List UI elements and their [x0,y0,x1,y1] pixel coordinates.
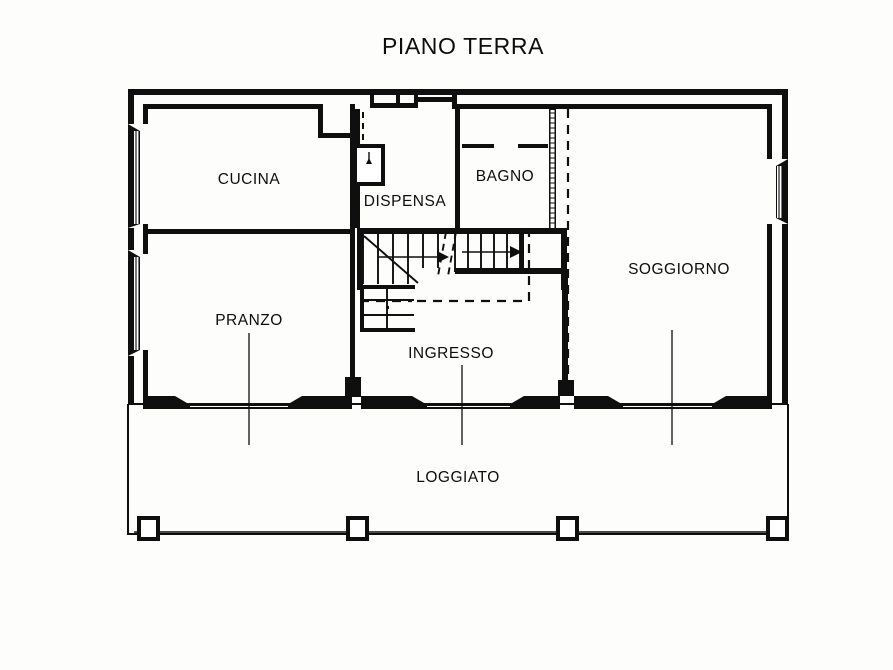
top-wall-vents [370,89,457,109]
room-label-pranzo: PRANZO [215,312,283,329]
room-label-loggiato: LOGGIATO [416,469,500,486]
room-dispensa [353,109,460,228]
room-label-cucina: CUCINA [218,171,281,188]
column-3 [556,516,579,541]
page-title: PIANO TERRA [382,33,544,59]
staircase [357,228,567,332]
column-1 [137,516,160,541]
room-label-soggiorno: SOGGIORNO [628,261,730,278]
window-right [776,159,788,224]
room-cucina [143,104,355,234]
loggia-columns [137,516,789,541]
room-label-dispensa: DISPENSA [364,193,447,210]
room-ingresso [345,230,574,396]
window-left-upper [128,124,140,228]
bottom-wall-and-doors [128,377,788,409]
room-label-ingresso: INGRESSO [408,345,494,362]
column-2 [346,516,369,541]
room-label-bagno: BAGNO [476,168,534,185]
leader-lines [248,330,673,445]
window-left-lower [128,250,140,356]
column-4 [766,516,789,541]
